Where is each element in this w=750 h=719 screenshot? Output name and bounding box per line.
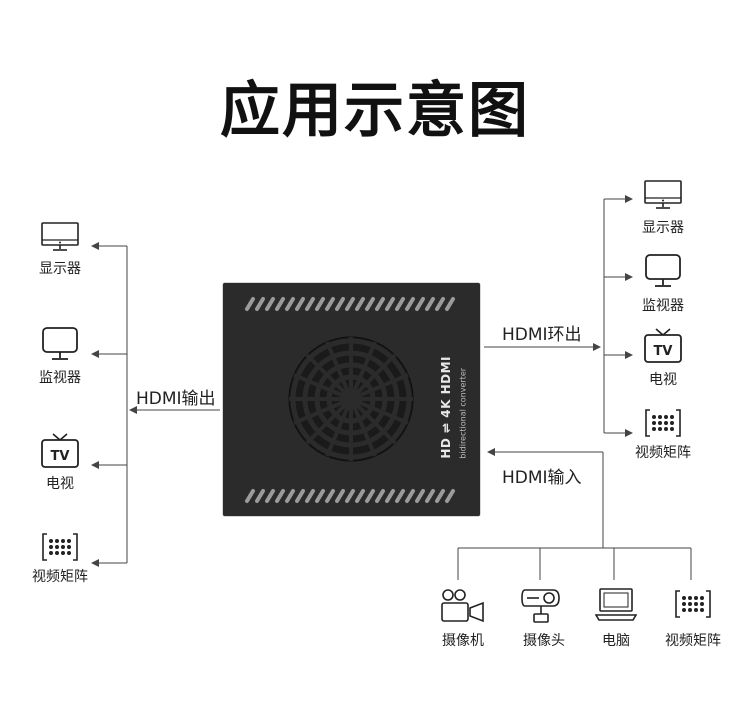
input-label: 摄像机 (442, 633, 484, 649)
display-icon (42, 327, 78, 360)
vent-stripes-top (245, 297, 455, 311)
left-output-label: 显示器 (39, 261, 81, 277)
tv-icon-text: TV (654, 344, 673, 359)
right-output-label: 电视 (649, 372, 677, 388)
left-output-label: 视频矩阵 (32, 569, 88, 585)
tv-icon: TV (41, 433, 79, 468)
device-label: HD ⇌ 4K HDMI bidirectional converter (437, 356, 472, 459)
matrix-icon (645, 409, 681, 437)
camcorder-icon (441, 589, 484, 623)
converter-device (223, 283, 480, 516)
hdmi-out-label: HDMI输出 (136, 389, 216, 409)
fan-grille (288, 336, 414, 462)
input-label: 视频矩阵 (665, 633, 721, 649)
right-output-label: 显示器 (642, 220, 684, 236)
input-label: 摄像头 (523, 633, 565, 649)
monitor-icon (41, 222, 79, 251)
tv-icon-text: TV (51, 449, 70, 464)
right-output-label: 视频矩阵 (635, 445, 691, 461)
left-output-label: 监视器 (39, 370, 81, 386)
tv-icon: TV (644, 328, 682, 363)
device-graphic (245, 297, 455, 503)
input-label: 电脑 (602, 633, 630, 649)
matrix-icon (675, 590, 711, 618)
device-model: HD ⇌ 4K HDMI (439, 356, 453, 459)
page-title: 应用示意图 (220, 76, 530, 146)
device-subtitle: bidirectional converter (458, 367, 468, 459)
display-icon (645, 254, 681, 287)
left-output-label: 电视 (46, 476, 74, 492)
hdmi-loop-label: HDMI环出 (502, 325, 582, 345)
laptop-icon (595, 588, 637, 621)
monitor-icon (644, 180, 682, 209)
webcam-icon (521, 589, 560, 623)
vent-stripes-bottom (245, 489, 455, 503)
matrix-icon (42, 533, 78, 561)
right-output-label: 监视器 (642, 298, 684, 314)
hdmi-in-label: HDMI输入 (502, 468, 582, 488)
